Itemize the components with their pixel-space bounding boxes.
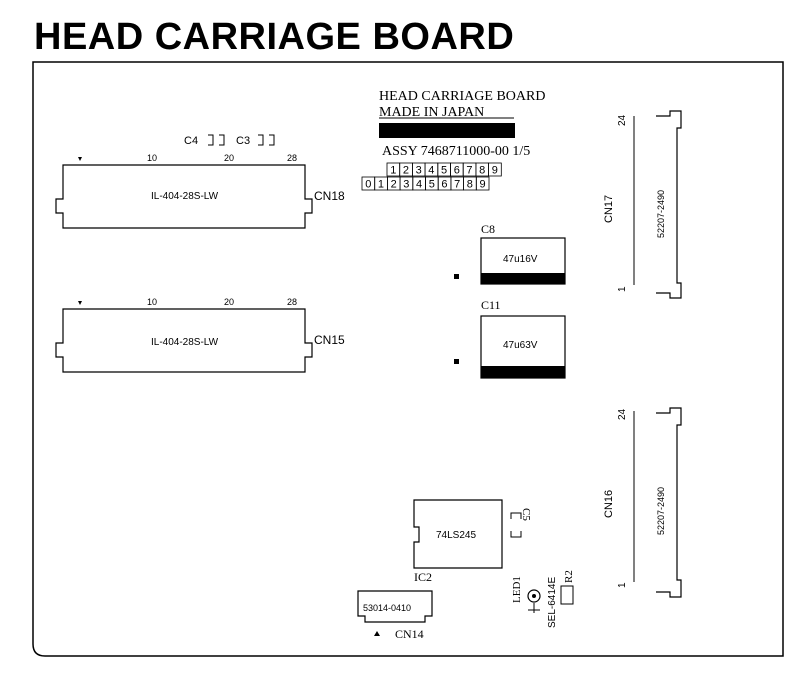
cn18-ref: CN18 [314,189,345,203]
capacitor-c3: C3 [236,134,275,147]
digit-label: 8 [467,179,473,191]
digit-label: 8 [479,165,485,177]
led1-ref: LED1 [511,576,523,603]
cn17-ref: CN17 [603,195,615,223]
led1-part: SEL-6414E [547,577,558,628]
digit-label: 0 [365,179,371,191]
connector-cn17: 24 1 CN17 52207-2490 [603,110,682,299]
cn15-pin-28: 28 [287,297,297,307]
silkscreen-line1: HEAD CARRIAGE BOARD [379,89,545,104]
cn17-pin-1: 1 [617,286,628,292]
digit-label: 3 [416,165,422,177]
cn18-pin-10: 10 [147,153,157,163]
ic2-ref: IC2 [414,570,432,584]
cn14-part: 53014-0410 [363,603,411,613]
c11-value: 47u63V [503,340,538,351]
c8-value: 47u16V [503,254,538,265]
c3-label: C3 [236,135,250,147]
c5-label: C5 [520,508,532,521]
led-led1: LED1 SEL-6414E [511,576,558,628]
assy-number: ASSY 7468711000-00 1/5 [382,144,530,159]
cn15-pin-10: 10 [147,297,157,307]
digit-label: 5 [441,165,447,177]
cn16-pin-1: 1 [617,582,628,588]
digit-label: 6 [441,179,447,191]
cn14-ref: CN14 [395,627,424,641]
cn16-pin-24: 24 [617,408,628,420]
digit-label: 2 [403,165,409,177]
board-outline [32,61,784,657]
digit-label: 7 [466,165,472,177]
digit-cell [488,162,502,177]
connector-cn18: 10 20 28 IL-404-28S-LW CN18 [55,153,345,229]
cn16-part: 52207-2490 [656,487,666,535]
capacitor-c5: C5 [510,508,532,538]
digit-label: 5 [429,179,435,191]
cn18-pin-20: 20 [224,153,234,163]
cn17-part: 52207-2490 [656,190,666,238]
cn15-pin-20: 20 [224,297,234,307]
silkscreen-block: HEAD CARRIAGE BOARD MADE IN JAPAN ASSY 7… [361,89,545,191]
digit-label: 6 [454,165,460,177]
black-label-bar [379,123,515,138]
c11-ref: C11 [481,298,501,312]
digit-label: 2 [391,179,397,191]
ic2-part: 74LS245 [436,530,476,541]
capacitor-c11: C11 47u63V [454,298,566,379]
capacitor-c8: C8 47u16V [454,222,566,285]
page-title: HEAD CARRIAGE BOARD [34,16,515,58]
connector-cn15: 10 20 28 IL-404-28S-LW CN15 [55,297,345,373]
digit-cell [475,176,490,191]
digit-label: 3 [403,179,409,191]
resistor-r2: R2 [560,570,575,605]
cn17-pin-24: 24 [617,114,628,126]
digit-label: 7 [454,179,460,191]
connector-cn16: 24 1 CN16 52207-2490 [603,407,682,598]
digit-label: 1 [390,165,396,177]
c4-label: C4 [184,135,198,147]
cn18-part: IL-404-28S-LW [151,191,219,202]
capacitor-c4: C4 [184,134,225,147]
digit-label: 4 [428,165,434,177]
cn15-ref: CN15 [314,333,345,347]
digit-label: 1 [378,179,384,191]
r2-label: R2 [563,570,575,583]
digit-label: 4 [416,179,422,191]
c8-ref: C8 [481,222,495,236]
cn15-part: IL-404-28S-LW [151,337,219,348]
digit-label: 9 [492,165,498,177]
ic-ic2: 74LS245 IC2 [413,499,503,584]
connector-cn14: 53014-0410 CN14 [357,590,433,641]
cn18-pin-28: 28 [287,153,297,163]
cn16-ref: CN16 [603,490,615,518]
silkscreen-line2: MADE IN JAPAN [379,105,484,120]
digit-label: 9 [480,179,486,191]
